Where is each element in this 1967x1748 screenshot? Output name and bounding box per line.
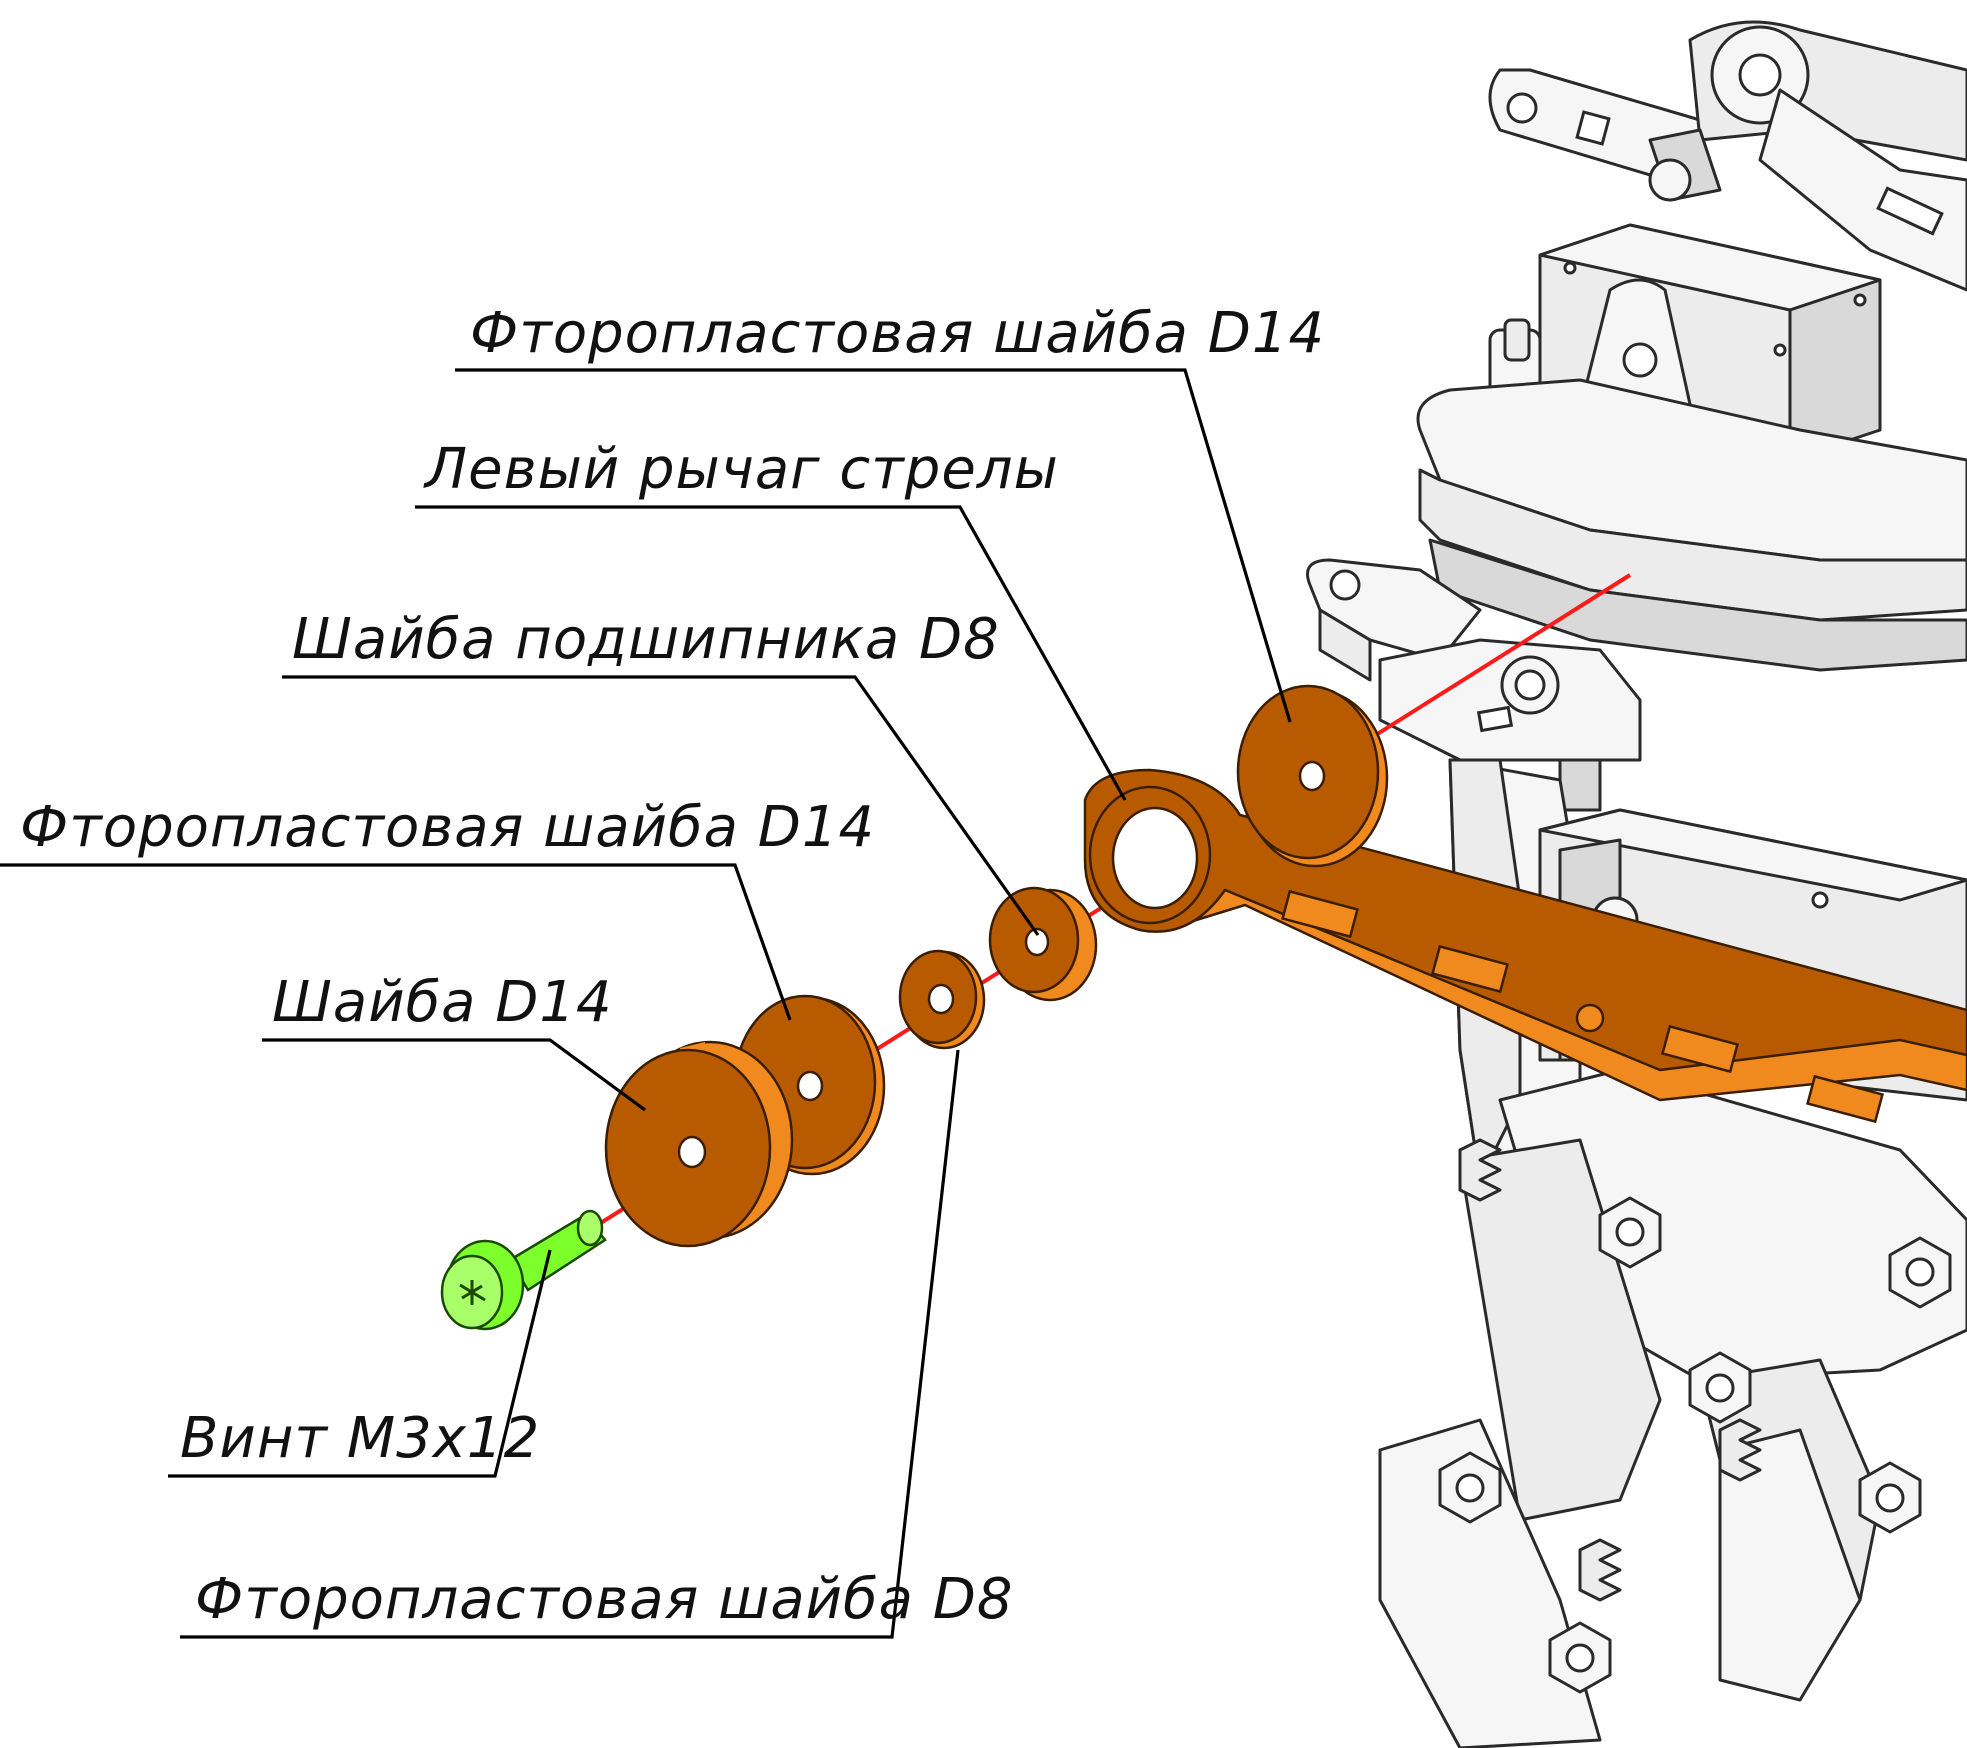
bearing-washer-d8-part — [988, 886, 1098, 1002]
leader-left-boom-lever — [415, 505, 1127, 801]
leader-washer-d14 — [262, 1038, 646, 1112]
callout-label-ptfe-washer-d14-mid: Фторопластовая шайба D14 — [20, 795, 875, 860]
leader-ptfe-washer-d14-mid — [0, 863, 792, 1021]
callout-label-ptfe-washer-d14-top: Фторопластовая шайба D14 — [470, 301, 1325, 366]
washer-d14-part — [604, 1040, 794, 1248]
leader-bearing-washer-d8 — [282, 675, 1040, 936]
callout-label-washer-d14: Шайба D14 — [272, 970, 613, 1035]
leader-ptfe-washer-d8 — [180, 1049, 960, 1639]
ptfe-washer-d8-part — [898, 949, 986, 1050]
callout-label-left-boom-lever: Левый рычаг стрелы — [423, 437, 1059, 502]
callout-label-ptfe-washer-d8: Фторопластовая шайба D8 — [195, 1567, 1013, 1632]
leader-ptfe-washer-d14-top — [455, 368, 1292, 723]
callout-label-bearing-washer-d8: Шайба подшипника D8 — [292, 607, 1000, 672]
callout-leaders — [0, 368, 1292, 1639]
screw-m3x12-part — [440, 1209, 607, 1331]
leader-screw-m3x12 — [168, 1249, 552, 1478]
callout-labels: Фторопластовая шайба D14 Левый рычаг стр… — [20, 301, 1325, 1632]
callout-label-screw-m3x12: Винт М3х12 — [180, 1406, 540, 1471]
ptfe-washer-d14-top-part — [1236, 684, 1389, 868]
